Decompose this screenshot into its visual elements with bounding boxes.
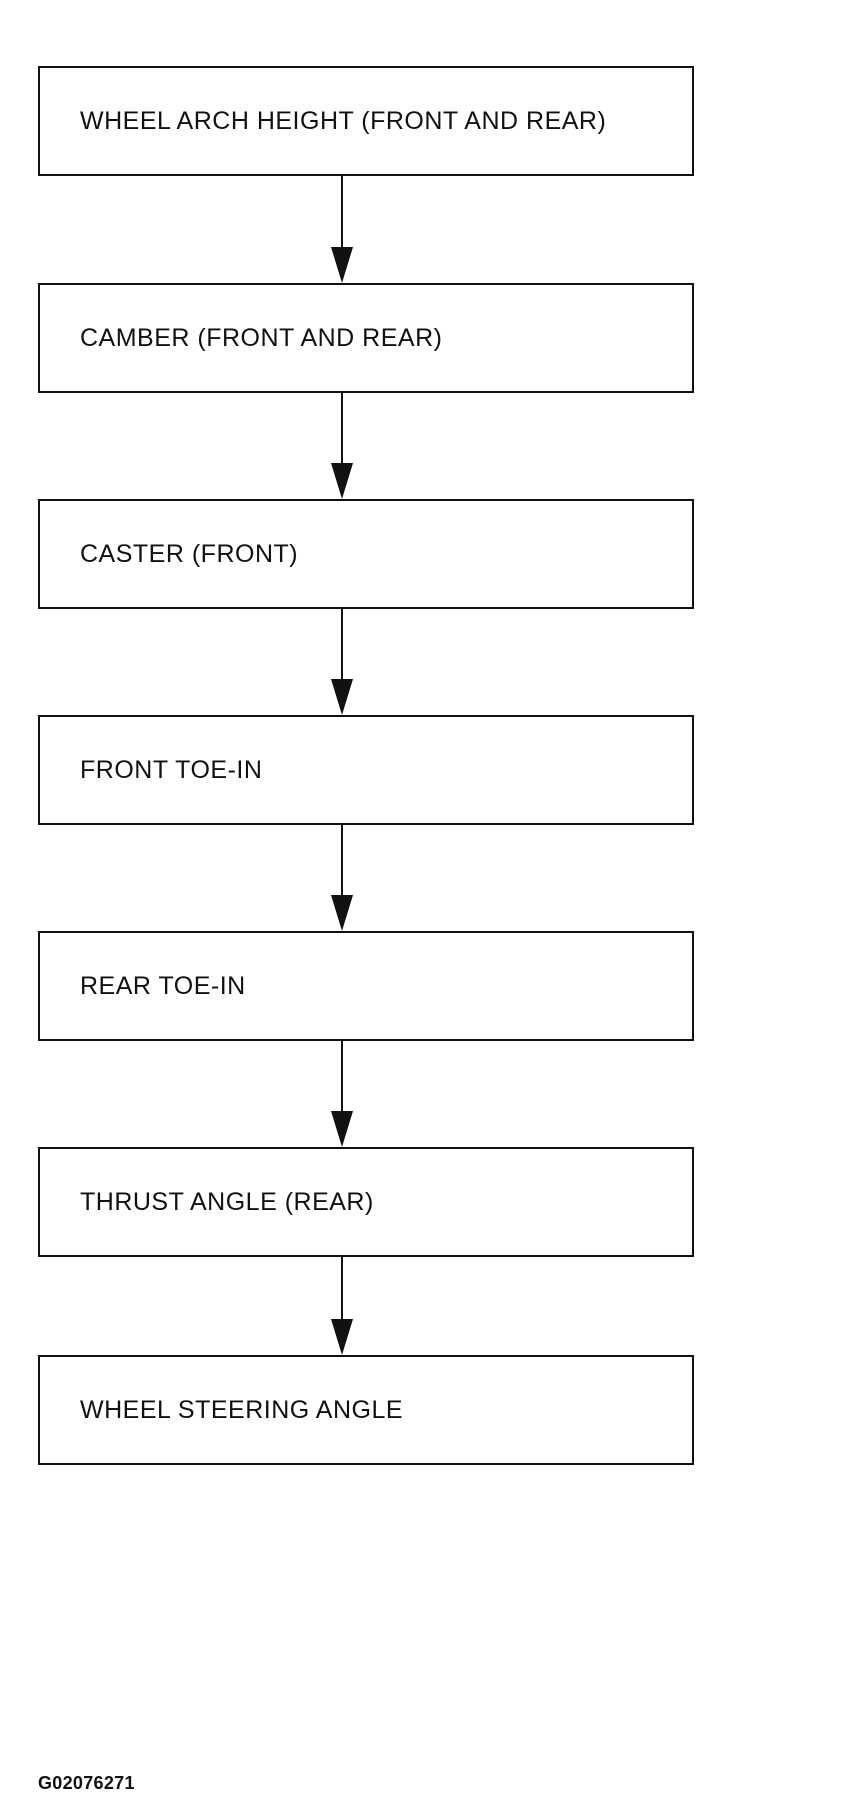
- flow-arrow: [331, 393, 353, 499]
- step-label: WHEEL STEERING ANGLE: [80, 1395, 404, 1424]
- arrow-down-icon: [331, 895, 353, 931]
- flow-arrow: [331, 609, 353, 715]
- step-box-camber: CAMBER (FRONT AND REAR): [38, 283, 694, 393]
- arrow-shaft: [341, 176, 343, 248]
- arrow-down-icon: [331, 247, 353, 283]
- step-box-wheel-arch-height: WHEEL ARCH HEIGHT (FRONT AND REAR): [38, 66, 694, 176]
- arrow-down-icon: [331, 1111, 353, 1147]
- arrow-shaft: [341, 1257, 343, 1320]
- step-label: CAMBER (FRONT AND REAR): [80, 323, 443, 352]
- flow-arrow: [331, 825, 353, 931]
- arrow-shaft: [341, 1041, 343, 1112]
- flow-arrow: [331, 1041, 353, 1147]
- step-box-wheel-steering-angle: WHEEL STEERING ANGLE: [38, 1355, 694, 1465]
- step-box-caster: CASTER (FRONT): [38, 499, 694, 609]
- arrow-down-icon: [331, 1319, 353, 1355]
- step-box-front-toe-in: FRONT TOE-IN: [38, 715, 694, 825]
- arrow-shaft: [341, 393, 343, 464]
- figure-id: G02076271: [38, 1773, 135, 1793]
- step-label: WHEEL ARCH HEIGHT (FRONT AND REAR): [80, 106, 607, 135]
- step-box-rear-toe-in: REAR TOE-IN: [38, 931, 694, 1041]
- arrow-down-icon: [331, 463, 353, 499]
- step-label: THRUST ANGLE (REAR): [80, 1187, 374, 1216]
- arrow-down-icon: [331, 679, 353, 715]
- step-label: FRONT TOE-IN: [80, 755, 263, 784]
- arrow-shaft: [341, 609, 343, 680]
- step-label: REAR TOE-IN: [80, 971, 246, 1000]
- arrow-shaft: [341, 825, 343, 896]
- step-box-thrust-angle: THRUST ANGLE (REAR): [38, 1147, 694, 1257]
- flow-arrow: [331, 1257, 353, 1355]
- flow-arrow: [331, 176, 353, 283]
- step-label: CASTER (FRONT): [80, 539, 299, 568]
